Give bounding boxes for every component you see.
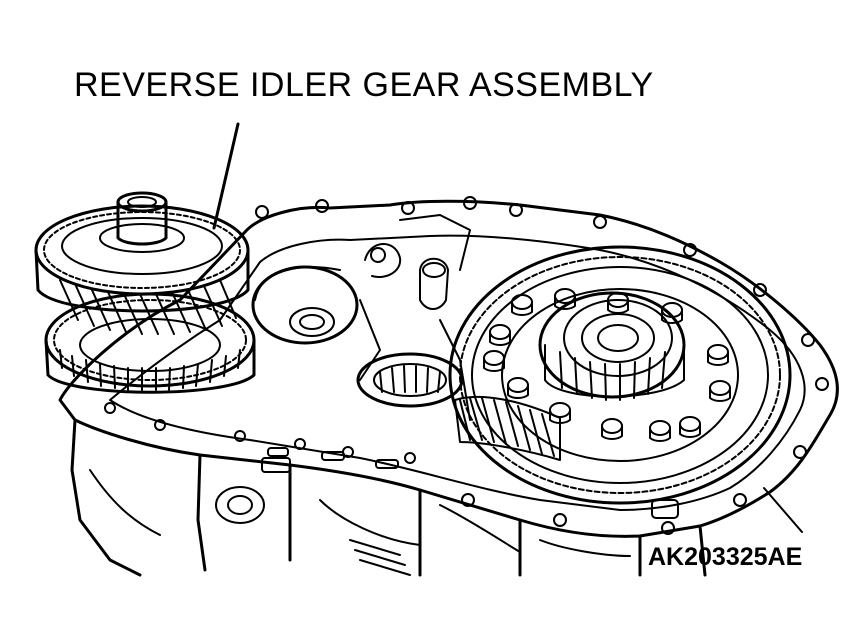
- callout-leader-line: [212, 122, 240, 230]
- case-lower-details: [89, 469, 631, 576]
- reverse-idler-gear: [34, 191, 256, 394]
- flange-slots: [261, 447, 679, 519]
- pinion-gear: [454, 395, 561, 461]
- callout-label: REVERSE IDLER GEAR ASSEMBLY: [74, 66, 654, 104]
- flange-bolt-holes: [104, 196, 829, 535]
- figure-code-leader-line: [763, 487, 803, 533]
- figure-code: AK203325AE: [648, 543, 803, 571]
- shaft-bearing: [356, 352, 464, 408]
- transaxle-case: [58, 199, 839, 577]
- case-center-cavity: [251, 214, 471, 421]
- differential-bearing: [538, 291, 686, 401]
